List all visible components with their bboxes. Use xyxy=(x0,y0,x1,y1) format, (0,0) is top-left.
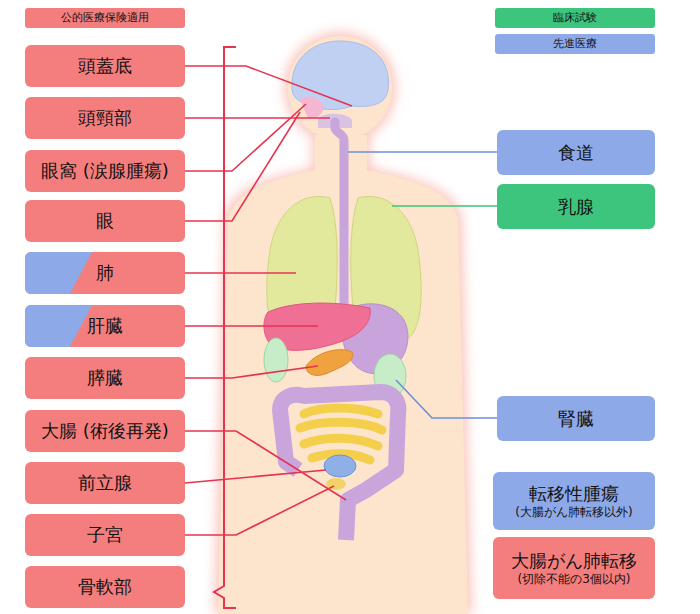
leader-line xyxy=(185,104,306,171)
organ-note: (切除不能の3個以内) xyxy=(518,572,631,586)
legend-swatch: 先進医療 xyxy=(495,34,655,54)
organ-box: 食道 xyxy=(497,130,655,175)
body-silhouette xyxy=(218,36,468,614)
leader-lines xyxy=(185,66,497,535)
organ-label: 肺 xyxy=(96,262,114,284)
large-intestine xyxy=(280,392,398,540)
kidney xyxy=(264,338,288,382)
organ-label: 眼窩 (涙腺腫瘍) xyxy=(41,160,169,182)
leader-line xyxy=(185,272,296,274)
organ-box: 肺 xyxy=(25,252,185,294)
organ-note: (大腸がん肺転移以外) xyxy=(515,505,632,519)
bladder xyxy=(324,455,356,477)
organ-label: 骨軟部 xyxy=(78,576,132,598)
leader-line xyxy=(185,325,318,327)
organ-label: 眼 xyxy=(96,210,114,232)
organ-box: 大腸がん肺転移(切除不能の3個以内) xyxy=(493,537,655,599)
leader-line xyxy=(348,151,497,153)
organ-label: 子宮 xyxy=(87,524,123,546)
pancreas xyxy=(306,350,353,376)
organ-box: 眼窩 (涙腺腫瘍) xyxy=(25,150,185,192)
organ-box: 子宮 xyxy=(25,514,185,556)
leader-line xyxy=(185,470,326,483)
bracket xyxy=(214,47,236,608)
leader-line xyxy=(396,380,497,418)
eye-orbit xyxy=(300,97,323,119)
legend-label: 先進医療 xyxy=(553,37,597,50)
legend-label: 臨床試験 xyxy=(553,11,597,24)
organ-box: 前立腺 xyxy=(25,462,185,504)
organ-box: 頭頸部 xyxy=(25,97,185,139)
organ-label: 腎臓 xyxy=(558,408,594,430)
leader-line xyxy=(185,486,334,535)
organ-label: 肝臓 xyxy=(87,315,123,337)
organ-label: 転移性腫瘍 xyxy=(529,483,619,505)
esophagus xyxy=(335,122,344,320)
organ-label: 前立腺 xyxy=(78,472,132,494)
leader-line xyxy=(185,66,352,106)
organ-box: 腎臓 xyxy=(497,396,655,441)
organ-box: 肝臓 xyxy=(25,305,185,347)
organ-label: 大腸 (術後再発) xyxy=(41,420,169,442)
organ-label: 乳腺 xyxy=(558,196,594,218)
organ-label: 頭蓋底 xyxy=(78,55,132,77)
organ-box: 頭蓋底 xyxy=(25,45,185,87)
organ-label: 食道 xyxy=(558,142,594,164)
organ-box: 大腸 (術後再発) xyxy=(25,410,185,452)
leader-line xyxy=(185,117,330,119)
small-intestine xyxy=(300,408,382,460)
leader-line xyxy=(185,366,318,378)
leader-line xyxy=(185,112,300,221)
leader-line xyxy=(185,431,346,500)
organ-box: 乳腺 xyxy=(497,184,655,229)
organ-box: 眼 xyxy=(25,200,185,242)
legend-label: 公的医療保険適用 xyxy=(61,11,149,24)
leader-line xyxy=(392,205,497,207)
legend-swatch: 公的医療保険適用 xyxy=(25,8,185,28)
legend-swatch: 臨床試験 xyxy=(495,8,655,28)
organ-label: 頭頸部 xyxy=(78,107,132,129)
organ-box: 転移性腫瘍(大腸がん肺転移以外) xyxy=(493,472,655,530)
organ-label: 大腸がん肺転移 xyxy=(511,550,637,572)
organ-label: 膵臓 xyxy=(87,367,123,389)
organ-box: 膵臓 xyxy=(25,357,185,399)
organ-box: 骨軟部 xyxy=(25,566,185,608)
